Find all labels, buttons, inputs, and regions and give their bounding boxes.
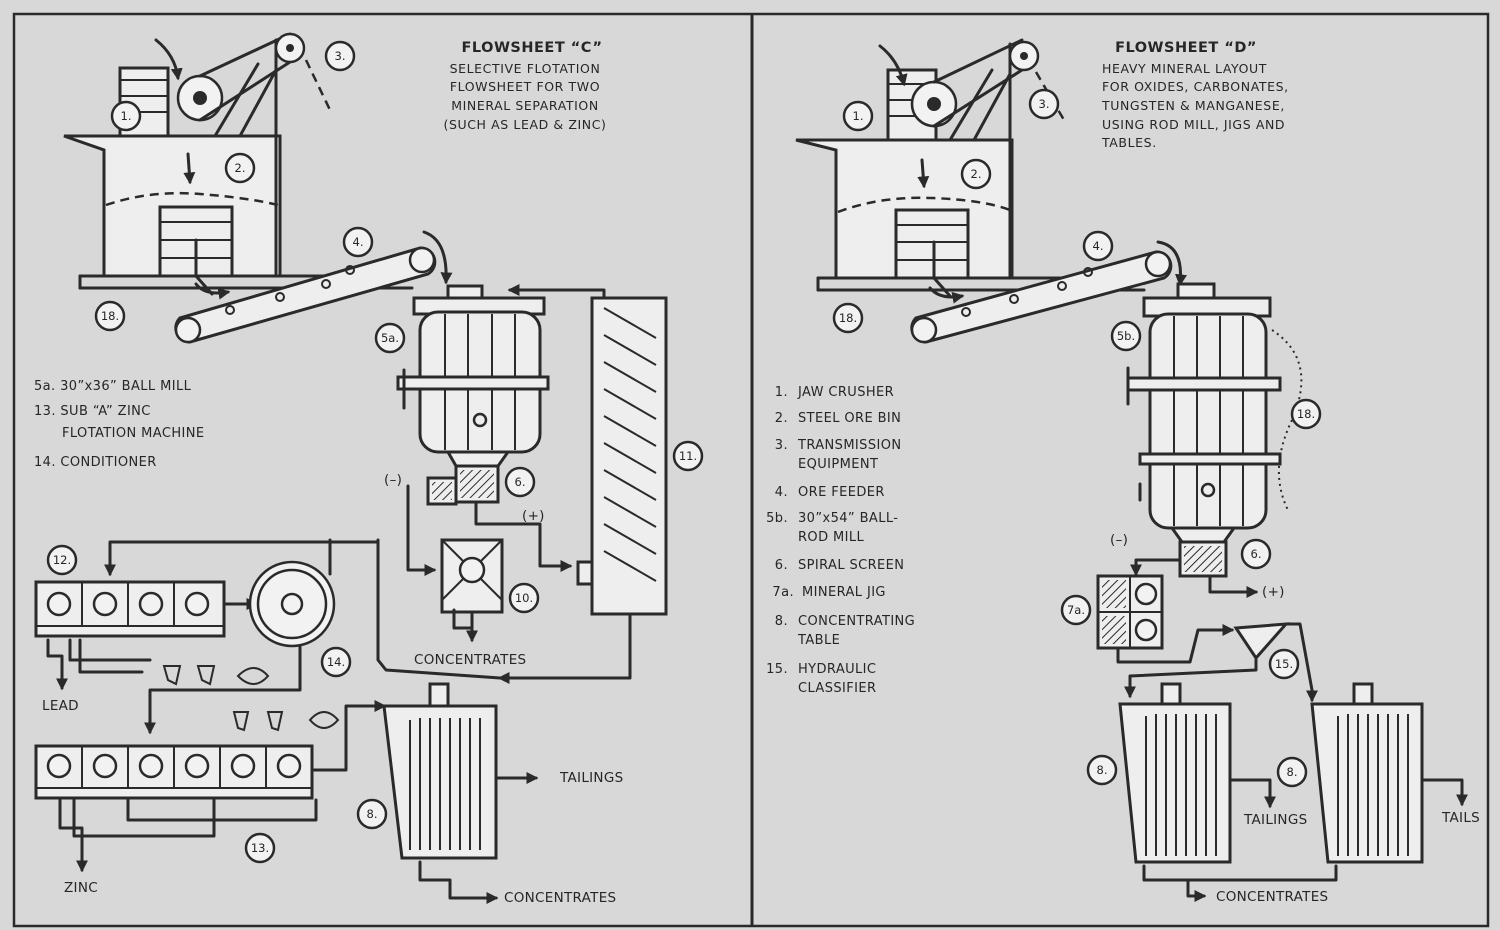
label-lead: LEAD xyxy=(42,698,79,714)
callout-c-4: 4. xyxy=(353,235,364,249)
callout-d-8b: 8. xyxy=(1287,765,1298,779)
panel-d: FLOWSHEET “D” HEAVY MINERAL LAYOUT FOR O… xyxy=(766,38,1480,905)
callout-c-10: 10. xyxy=(515,591,533,605)
sign-minus-d: (–) xyxy=(1110,532,1128,548)
label-concentrates-bottom-c: CONCENTRATES xyxy=(504,890,616,906)
legend-d-text-6: SPIRAL SCREEN xyxy=(798,558,904,573)
flowsheet-d-subtitle-1: HEAVY MINERAL LAYOUT xyxy=(1102,61,1267,76)
callout-d-2: 2. xyxy=(971,167,982,181)
flowsheet-d-subtitle-4: USING ROD MILL, JIGS AND xyxy=(1102,117,1285,132)
callout-c-12: 12. xyxy=(53,553,71,567)
flowsheet-c-legend-1: 5a. 30”x36” BALL MILL xyxy=(34,379,192,394)
callout-c-8: 8. xyxy=(367,807,378,821)
flowsheet-d-subtitle-3: TUNGSTEN & MANGANESE, xyxy=(1101,98,1285,113)
callout-c-2: 2. xyxy=(235,161,246,175)
legend-d-num-5: 5b. xyxy=(766,511,788,526)
concentrating-table-d-2 xyxy=(1310,682,1468,864)
ore-feeder-c xyxy=(174,230,453,344)
legend-d-num-9: 15. xyxy=(766,662,788,677)
flowsheet-c-legend-4: 14. CONDITIONER xyxy=(34,455,157,470)
label-zinc: ZINC xyxy=(64,880,98,896)
legend-d-text-2: STEEL ORE BIN xyxy=(798,411,901,426)
hydraulic-classifier xyxy=(1124,622,1318,703)
callout-d-6: 6. xyxy=(1251,547,1262,561)
flowsheet-c-legend-3: FLOTATION MACHINE xyxy=(62,426,204,441)
callout-d-4: 4. xyxy=(1093,239,1104,253)
callout-d-8a: 8. xyxy=(1097,763,1108,777)
legend-d-num-6: 6. xyxy=(775,558,788,573)
ball-mill-c xyxy=(396,284,550,506)
callouts-c: 1. 2. 3. 4. 18. 5a. 6. 11. 12. 10. 14. 8… xyxy=(46,40,704,864)
callout-c-11: 11. xyxy=(679,449,697,463)
flowsheet-c-legend-2: 13. SUB “A” ZINC xyxy=(34,404,151,419)
legend-d-text-7: MINERAL JIG xyxy=(802,585,886,600)
concentrates-collector-d-2 xyxy=(1186,864,1338,882)
flowsheet-c-title: FLOWSHEET “C” xyxy=(461,40,602,56)
callout-c-13: 13. xyxy=(251,841,269,855)
sign-plus-c: (+) xyxy=(522,508,545,524)
callout-d-3: 3. xyxy=(1039,97,1050,111)
flowsheet-d-subtitle-5: TABLES. xyxy=(1101,135,1157,150)
callout-d-15: 15. xyxy=(1275,657,1293,671)
callout-c-6: 6. xyxy=(515,475,526,489)
classifier-c xyxy=(497,284,668,684)
callout-d-1: 1. xyxy=(853,109,864,123)
flotation-cell-c xyxy=(376,484,573,680)
legend-d-text-4: ORE FEEDER xyxy=(798,485,885,500)
legend-d-text-1: JAW CRUSHER xyxy=(797,385,894,400)
callout-d-7a: 7a. xyxy=(1067,603,1085,617)
flowsheet-c-subtitle-1: SELECTIVE FLOTATION xyxy=(450,61,601,76)
legend-d-text-5b: ROD MILL xyxy=(798,530,865,545)
legend-d-text-9b: CLASSIFIER xyxy=(798,681,876,696)
lead-flotation-bank xyxy=(34,540,380,691)
callouts-d: 1. 2. 3. 4. 18. 5b. 18. 6. 7a. 15. 8. 8. xyxy=(832,88,1322,788)
zinc-flotation-bank xyxy=(34,700,387,873)
ore-feeder-d xyxy=(910,240,1187,344)
label-tails-d: TAILS xyxy=(1441,810,1480,826)
sign-minus-c: (–) xyxy=(384,472,402,488)
legend-d-num-1: 1. xyxy=(775,385,788,400)
conditioner xyxy=(144,538,336,735)
legend-d-num-2: 2. xyxy=(775,411,788,426)
callout-c-3: 3. xyxy=(335,49,346,63)
panel-c: FLOWSHEET “C” SELECTIVE FLOTATION FLOWSH… xyxy=(34,32,704,906)
legend-d-num-8: 8. xyxy=(775,614,788,629)
label-tailings-c: TAILINGS xyxy=(559,770,623,786)
legend-d-text-8a: CONCENTRATING xyxy=(798,614,915,629)
legend-d-num-4: 4. xyxy=(775,485,788,500)
callout-d-5b: 5b. xyxy=(1117,329,1135,343)
mineral-jig xyxy=(1096,574,1235,664)
jaw-crusher-c xyxy=(118,32,332,278)
legend-d-text-5a: 30”x54” BALL- xyxy=(798,511,898,526)
label-tailings-d: TAILINGS xyxy=(1243,812,1307,828)
label-concentrates-d: CONCENTRATES xyxy=(1216,889,1328,905)
legend-d-text-3b: EQUIPMENT xyxy=(798,457,878,472)
callout-c-18: 18. xyxy=(101,309,119,323)
legend-d-text-3a: TRANSMISSION xyxy=(797,438,901,453)
legend-d-num-7: 7a. xyxy=(772,585,794,600)
flowsheet-c-subtitle-2: FLOWSHEET FOR TWO xyxy=(450,79,600,94)
flowsheet-d-title: FLOWSHEET “D” xyxy=(1115,40,1257,56)
legend-d: 1. JAW CRUSHER 2. STEEL ORE BIN 3. TRANS… xyxy=(766,385,915,696)
callout-c-14: 14. xyxy=(327,655,345,669)
ore-bin-d xyxy=(795,138,1146,298)
flowsheet-c-subtitle-4: (SUCH AS LEAD & ZINC) xyxy=(443,117,606,132)
callout-c-5a: 5a. xyxy=(381,331,399,345)
label-concentrates-mid-c: CONCENTRATES xyxy=(414,652,526,668)
callout-d-18a: 18. xyxy=(839,311,857,325)
jaw-crusher-d xyxy=(878,38,1066,280)
legend-d-text-9a: HYDRAULIC xyxy=(798,662,876,677)
flowsheet-d-subtitle-2: FOR OXIDES, CARBONATES, xyxy=(1102,79,1289,94)
ball-rod-mill-d xyxy=(1126,282,1303,598)
sign-plus-d: (+) xyxy=(1262,584,1285,600)
legend-d-num-3: 3. xyxy=(775,438,788,453)
callout-c-1: 1. xyxy=(121,109,132,123)
legend-d-text-8b: TABLE xyxy=(797,633,840,648)
concentrating-table-d-1 xyxy=(1118,682,1276,864)
concentrating-table-c xyxy=(382,682,539,904)
flowsheet-c-subtitle-3: MINERAL SEPARATION xyxy=(451,98,599,113)
callout-d-18b: 18. xyxy=(1297,407,1315,421)
